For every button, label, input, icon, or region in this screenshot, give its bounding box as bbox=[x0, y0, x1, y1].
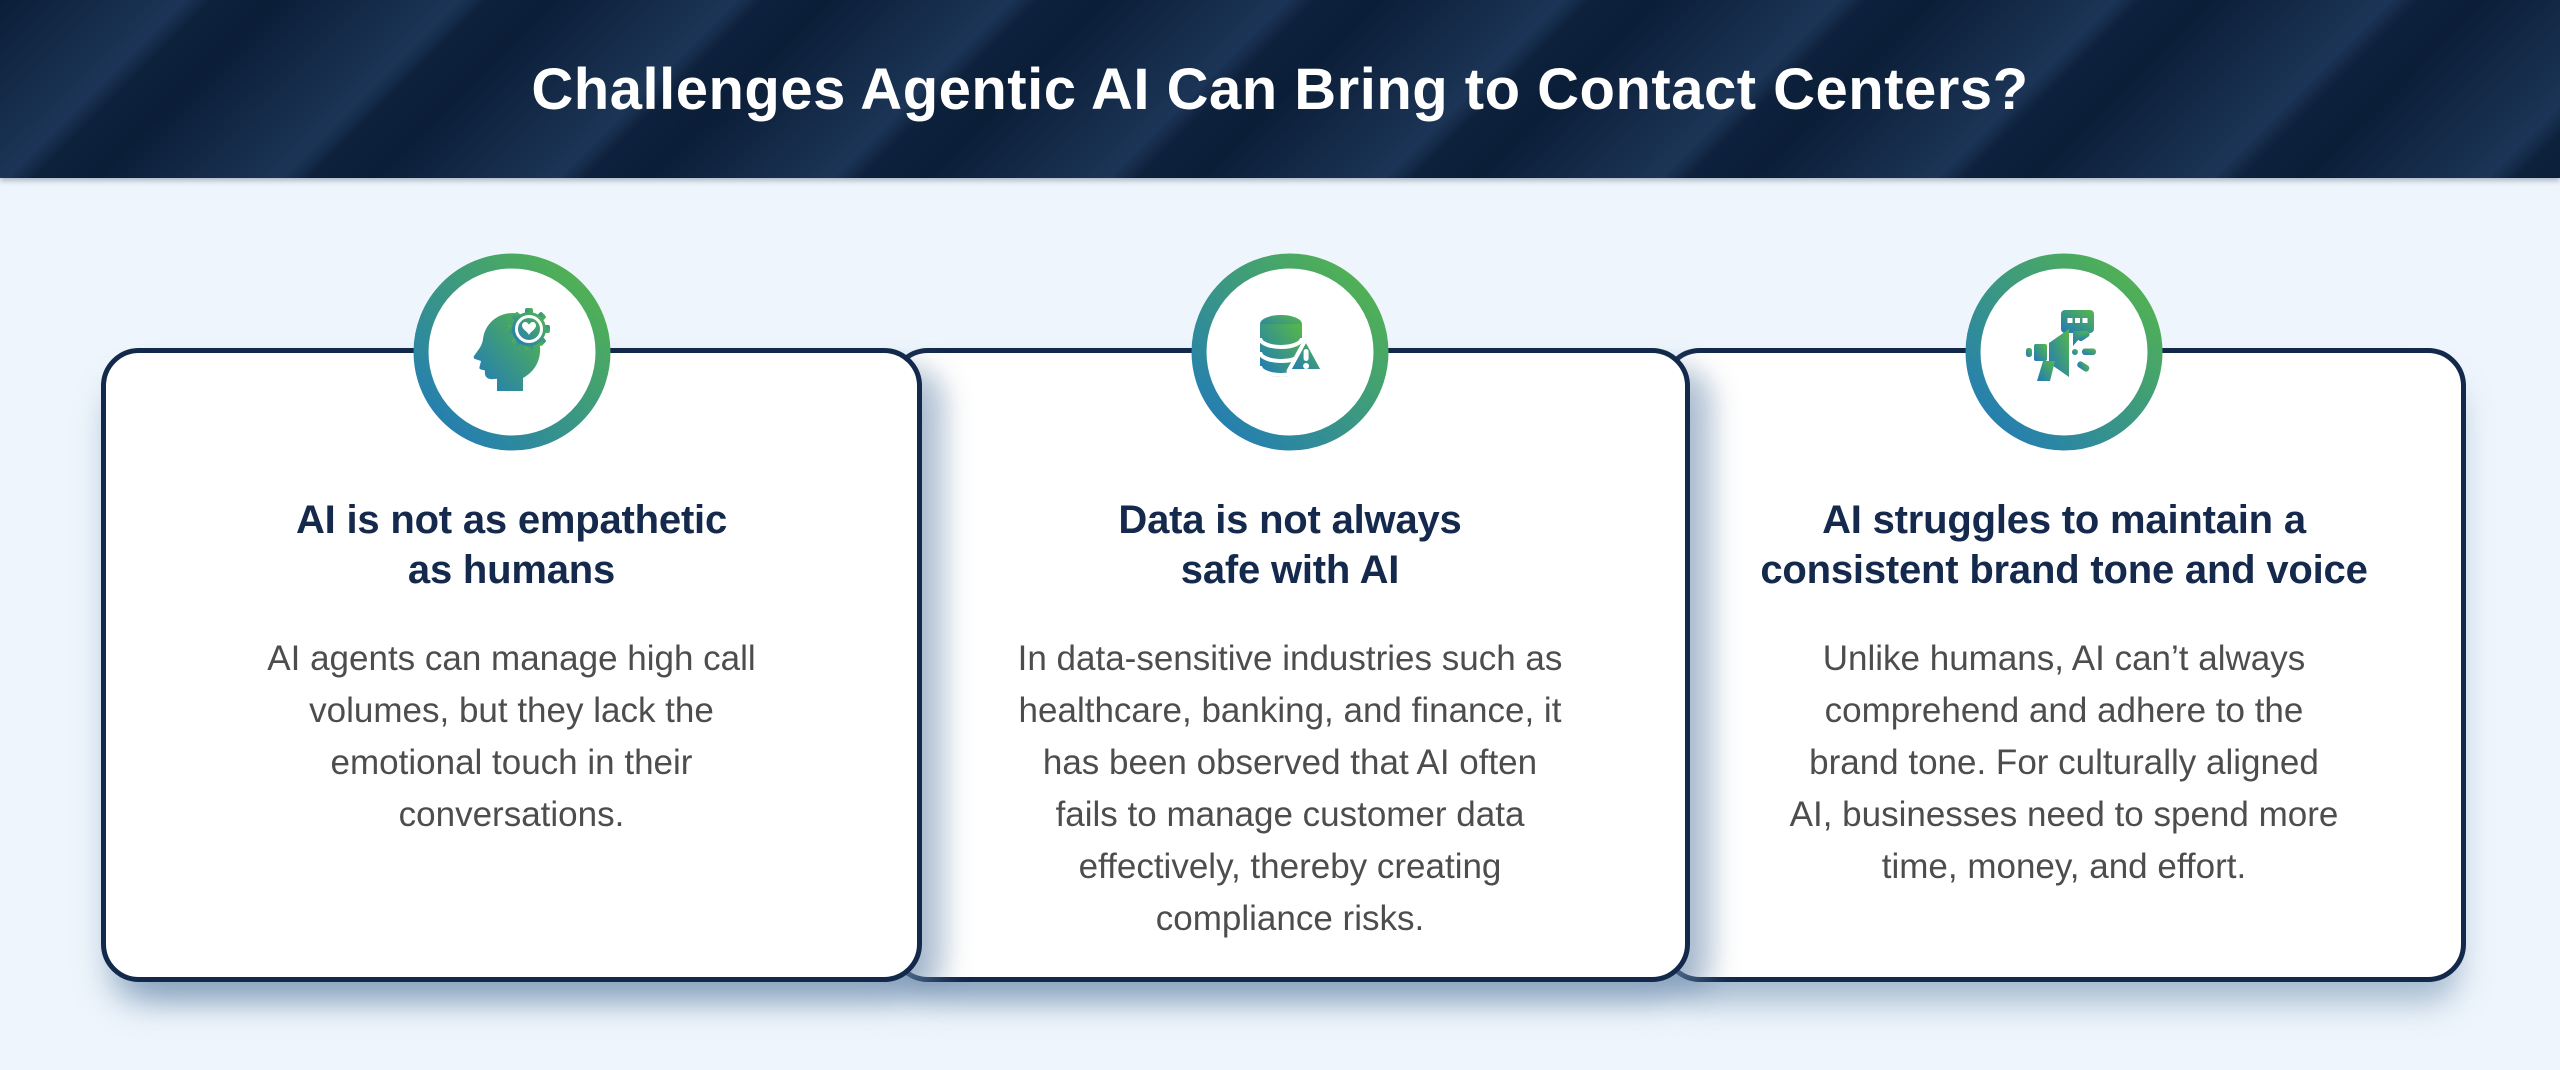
card-body: In data-sensitive industries such as hea… bbox=[1017, 639, 1563, 938]
megaphone-speech-glyph bbox=[2026, 310, 2096, 381]
header-banner: Challenges Agentic AI Can Bring to Conta… bbox=[0, 0, 2560, 178]
card-data-safety: Data is not always safe with AI In data-… bbox=[890, 348, 1690, 982]
megaphone-speech-bubble-icon bbox=[1964, 252, 2164, 452]
database-warning-glyph bbox=[1258, 315, 1326, 378]
card-body: Unlike humans, AI can’t always comprehen… bbox=[1789, 639, 2339, 886]
database-warning-icon bbox=[1190, 252, 1390, 452]
card-body: AI agents can manage high call volumes, … bbox=[267, 639, 756, 834]
card-brand-tone: AI struggles to maintain a consistent br… bbox=[1662, 348, 2466, 982]
card-empathy: AI is not as empathetic as humans AI age… bbox=[101, 348, 922, 982]
card-title: Data is not always safe with AI bbox=[1118, 498, 1462, 592]
card-title: AI is not as empathetic as humans bbox=[295, 498, 728, 592]
card-title: AI struggles to maintain a consistent br… bbox=[1760, 498, 2368, 592]
empathy-head-gear-heart-icon bbox=[412, 252, 612, 452]
head-gear-heart-glyph bbox=[473, 308, 550, 391]
page-title: Challenges Agentic AI Can Bring to Conta… bbox=[531, 56, 2029, 122]
